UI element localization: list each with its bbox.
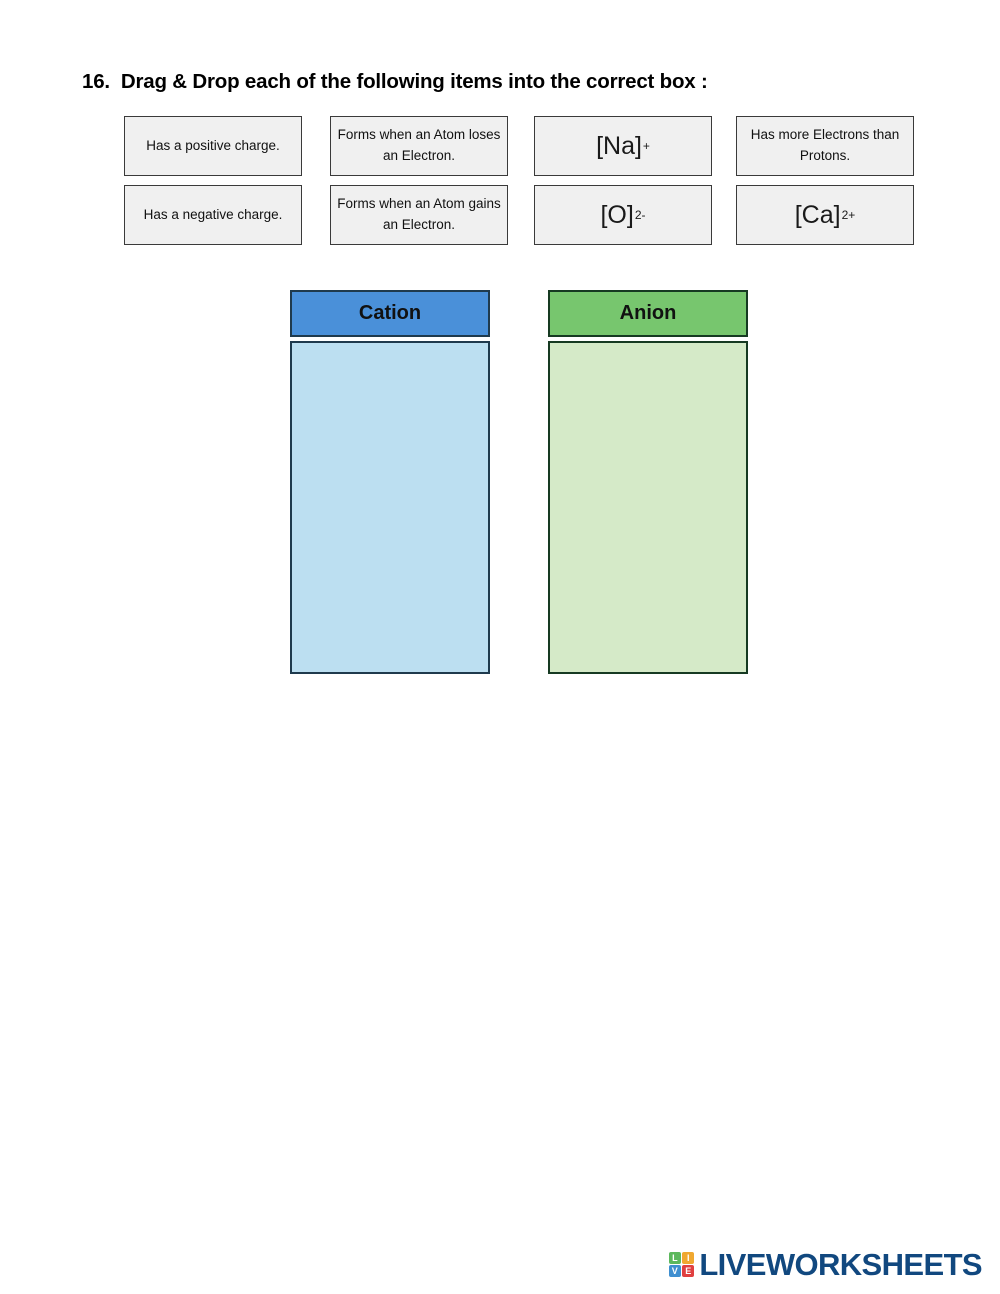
logo-tile-i: I [682, 1251, 695, 1264]
question-text: Drag & Drop each of the following items … [120, 70, 708, 93]
drag-item-label: Forms when an Atom gains an Electron. [337, 196, 501, 232]
liveworksheets-logo[interactable]: L I V E LIVEWORKSHEETS [668, 1247, 983, 1282]
question-heading: 16. Drag & Drop each of the following it… [82, 70, 942, 94]
drag-item-forms-loses-electron[interactable]: Forms when an Atom loses an Electron. [330, 116, 508, 176]
drop-zone-cation-body[interactable] [290, 341, 490, 674]
drag-item-label: Has more Electrons than Protons. [750, 127, 900, 163]
logo-tile-l: L [668, 1251, 681, 1264]
drag-item-forms-gains-electron[interactable]: Forms when an Atom gains an Electron. [330, 185, 508, 245]
drag-item-calcium-ion[interactable]: [Ca]2+ [736, 185, 914, 245]
logo-tile-v: V [668, 1265, 681, 1278]
drag-item-more-electrons-than-protons[interactable]: Has more Electrons than Protons. [736, 116, 914, 176]
drop-zone-cation-label: Cation [358, 302, 422, 324]
drop-zone-cation[interactable]: Cation [290, 290, 490, 674]
drop-zone-anion-label: Anion [619, 302, 677, 324]
drag-item-label: Forms when an Atom loses an Electron. [337, 127, 501, 163]
drop-zone-anion-body[interactable] [548, 341, 748, 674]
drop-zone-anion[interactable]: Anion [548, 290, 748, 674]
formula-base: [Na] [596, 131, 642, 160]
logo-tile-e: E [682, 1265, 695, 1278]
formula-base: [Ca] [794, 200, 841, 229]
drag-item-sodium-ion[interactable]: [Na]+ [534, 116, 712, 176]
drop-zone-anion-header: Anion [548, 290, 748, 337]
formula-base: [O] [600, 200, 634, 229]
liveworksheets-wordmark: LIVEWORKSHEETS [699, 1247, 982, 1282]
question-number: 16. [82, 70, 110, 93]
drag-item-label: Has a positive charge. [146, 137, 280, 153]
drag-items-row-1: Has a positive charge. Forms when an Ato… [124, 116, 924, 176]
drag-item-has-negative-charge[interactable]: Has a negative charge. [124, 185, 302, 245]
drag-item-oxide-ion[interactable]: [O]2- [534, 185, 712, 245]
drag-item-label: Has a negative charge. [143, 206, 283, 222]
drag-items-row-2: Has a negative charge. Forms when an Ato… [124, 185, 924, 245]
drag-item-has-positive-charge[interactable]: Has a positive charge. [124, 116, 302, 176]
drag-items-container: Has a positive charge. Forms when an Ato… [124, 116, 924, 254]
liveworksheets-tiles-icon: L I V E [668, 1251, 695, 1278]
drop-zone-cation-header: Cation [290, 290, 490, 337]
